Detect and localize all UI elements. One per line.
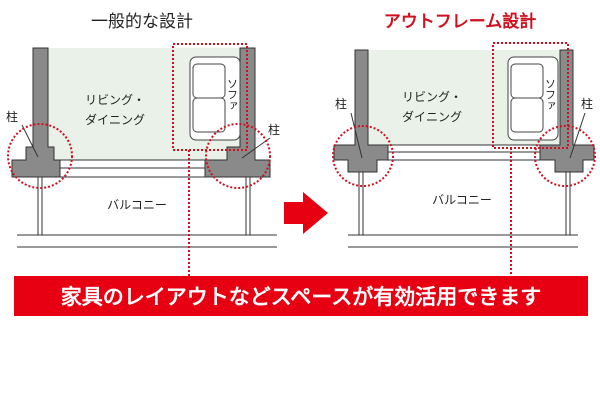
balcony-post	[358, 171, 364, 236]
pillar-label: 柱	[335, 96, 347, 111]
balcony-label: バルコニー	[107, 198, 167, 212]
room-label-1: リビング・	[402, 90, 462, 104]
pillar-label: 柱	[581, 96, 593, 111]
outframe-design-diagram: アウトフレーム設計 ソファ リビング・ ダイニング バルコニー 柱 柱	[332, 11, 596, 276]
sofa-label: ソファ	[226, 78, 239, 111]
sofa-highlight	[172, 43, 248, 151]
left-pillar-wall	[333, 49, 389, 173]
right-title: アウトフレーム設計	[384, 11, 537, 32]
sofa-label: ソファ	[544, 78, 557, 111]
pillar-highlight	[332, 125, 394, 187]
sofa-icon	[189, 56, 241, 141]
pillar-highlight	[534, 125, 596, 187]
balcony-post	[565, 171, 571, 236]
arrow-right-icon	[284, 192, 328, 234]
sofa-highlight	[492, 42, 569, 149]
sofa-icon	[507, 56, 559, 141]
pillar-label: 柱	[6, 109, 18, 124]
room-label-2: ダイニング	[402, 109, 462, 124]
room-label-1: リビング・	[85, 93, 145, 107]
pillar-label: 柱	[268, 122, 280, 137]
balcony-label: バルコニー	[432, 193, 492, 207]
message-banner	[14, 276, 588, 316]
balcony-post	[37, 176, 43, 236]
balcony-post	[245, 176, 251, 236]
pillar-highlight	[205, 123, 271, 189]
banner-text: 家具のレイアウトなどスペースが有効活用できます	[61, 285, 541, 309]
left-title: 一般的な設計	[91, 12, 193, 32]
pillar-highlight	[7, 123, 73, 189]
general-design-diagram: 一般的な設計 ソファ リビング・ ダイニング バルコニー 柱 柱	[6, 12, 280, 276]
room-label-2: ダイニング	[85, 112, 145, 127]
